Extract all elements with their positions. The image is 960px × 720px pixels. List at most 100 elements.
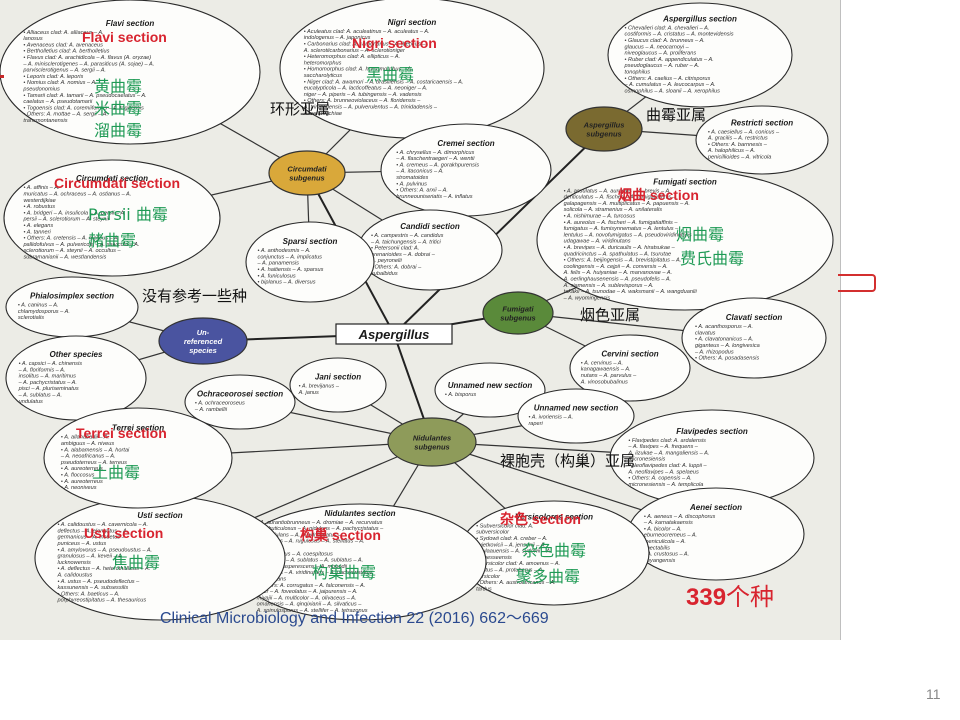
section-entry: chlamydosporus – A. (18, 309, 70, 315)
section-entry: • Togoensis clad: A. coremiiformis – A. … (23, 105, 144, 111)
section-entry: filifer – A. foveolatus – A. jaipurensis… (257, 589, 358, 595)
hub-label: Un- (197, 328, 210, 337)
section-entry: germanicus – A. insuetus – (58, 535, 126, 541)
section-entry: osmophilus – A. sloanii – A. xerophilus (625, 88, 721, 94)
section-entry: parvisclerotigenus – A. sergii – A. (22, 68, 106, 74)
section-entry: • Homomorphus clad: A. homomorphus – A. (304, 67, 413, 73)
section-entry: sclerotiorum – A. steynii – A. occultus … (23, 248, 121, 254)
aspergillus-taxonomy-diagram: Flavi section• Alliaceus clad: A. alliac… (0, 0, 834, 621)
hub-label: Nidulantes (413, 434, 451, 443)
section-oval (607, 2, 793, 108)
section-entry: • A. neoniveus (61, 485, 97, 491)
section-entry: – A. wyomingensis (563, 295, 611, 301)
cn-annotation-persii: Persii 曲霉 (88, 205, 168, 224)
section-title: Unnamed new section (448, 381, 533, 390)
section-entry: recurvatus – A. rugulosus – A. stellatus… (257, 539, 365, 545)
section-entry: – A. flaschentraegeri – A. wentii (395, 156, 475, 162)
section-entry: costiformis – A. cristatus – A. montevid… (625, 32, 734, 38)
section-entry: cvjetkovicii – A. jensenii – A. (476, 542, 546, 548)
section-entry: conjunctus – A. implicatus (258, 254, 323, 260)
section-entry: A. gracilis – A. restrictus (707, 136, 768, 142)
section-terrei: Terrei section• A. allahabadii – A.ambig… (43, 407, 233, 509)
hub-label: Aspergillus (583, 121, 625, 130)
section-entry: coolingensis – A. cejpii – A. conversis … (564, 264, 668, 270)
section-entry: pseudoterreus – A. terreus (60, 460, 127, 466)
section-entry: takakii – A. tsunodae – A. waksmanii – A… (564, 289, 698, 295)
section-entry: subalbidus (371, 271, 398, 277)
section-entry: • Carbonarius clad: A. carbonarius – A. … (304, 42, 426, 48)
section-oval (569, 334, 691, 402)
red-annotation-fumigati: 烟曲 section (618, 187, 699, 203)
species-count-unit: 个种 (726, 583, 775, 611)
section-entry: A. spinulosporus – A. stellifer – A. tet… (256, 608, 368, 614)
section-entry: udagawae – A. viridinutans (564, 239, 631, 245)
section-restricti: Restricti section• A. caesiellus – A. co… (695, 105, 829, 175)
section-cremei: Cremei section• A. chrysellus – A. dimor… (380, 123, 552, 217)
section-candidi: Candidi section• A. campestris – A. cand… (357, 209, 503, 291)
section-entry: • A. aureoterreus (61, 479, 103, 485)
section-entry: micronesiensis – A. templicola (628, 482, 703, 488)
section-entry: – A. panamensis (257, 261, 300, 267)
section-cervini: Cervini section • A. cervinus – A.kanagaw… (569, 334, 691, 402)
subgenus-note-circumdati: 环形亚属 (270, 100, 330, 118)
cn-annotation-fum_2: 费氏曲霉 (680, 249, 744, 268)
subgenus-note-aspergillus: 曲霉亚属 (646, 106, 706, 124)
section-title: Flavipedes section (676, 427, 748, 436)
section-entry: pseudoglaucus – A. ruber – A. (624, 63, 700, 69)
section-entry: pisci – A. pluriseminatus (18, 386, 79, 392)
section-entry: • A. robustus (23, 204, 55, 210)
cn-annotation-nigri: 黑曲霉 (366, 65, 414, 84)
section-entry: deflectus – A. elongatus – A. (58, 528, 129, 534)
section-entry: foeniculicola – A. (644, 539, 686, 545)
section-entry: fructus – A. protuberus – A. (476, 567, 544, 573)
section-title: Cervini section (601, 349, 658, 358)
section-entry: denticulatus – A. fischeri – A. fumigati… (564, 195, 677, 201)
section-entry: kanagawaensis – A. (581, 367, 631, 373)
section-entry: • Sydowii clad: A. creber – A. (476, 536, 547, 542)
cn-annotation-fum_1: 烟曲霉 (676, 225, 724, 244)
section-entry: – A. pachycristatus – A. (18, 380, 77, 386)
section-entry: • Others: A. brunneoviolaceus – A. flori… (304, 98, 421, 104)
section-entry: • A. bicolor – A. (644, 526, 682, 532)
red-annotation-terrei: Terrei section (76, 425, 167, 441)
section-entry: ambiguus – A. niveus (61, 441, 114, 447)
subgenus-hubs: AspergillusCircumdatisubgenusAspergillus… (158, 106, 643, 467)
section-circsec: Circumdati section• A. affinis – A.muric… (3, 159, 221, 277)
red-annotation-nidulantes: 构巢 section (300, 527, 381, 543)
section-entry: A. halophilicus – A. (707, 148, 755, 154)
section-entry: caelatus – A. pseudotamarii (23, 99, 93, 105)
section-entry: sclerotialis (18, 315, 44, 321)
section-entry: lucknowensis (58, 560, 91, 566)
cn-annotation-flavi_3: 溜曲霉 (94, 121, 142, 140)
section-entry: • A. aureolus – A. fischeri – A. fumigat… (564, 220, 679, 226)
subgenus-note-nidulantes: 裸胞壳（构巢）亚属 (500, 452, 635, 470)
section-entry: • A. ochraceoroseus (195, 401, 245, 407)
section-entry: • Others: A. barnnesis – (708, 142, 768, 148)
cn-annotation-flavi_1: 黄曲霉 (94, 77, 142, 96)
section-title: Cremei section (437, 139, 494, 148)
hub-label: subgenus (414, 443, 449, 452)
hub-label: Circumdati (287, 165, 327, 174)
section-entry: brunneouniseriatis – A. inflatus (396, 194, 472, 200)
section-oval (681, 297, 827, 379)
section-entry: • A. pulvinus (396, 181, 427, 187)
section-fumsec: Fumigati section• A. assulatus – A. aure… (536, 169, 834, 311)
section-entry: • A. bridgeri – A. insulicola – A. persi… (23, 210, 125, 216)
red-annotation-circumdati: Circumdati section (54, 175, 180, 191)
section-title: Usti section (137, 511, 182, 520)
section-entry: • A. calidoustus – A. cavernicola – A. (58, 522, 149, 528)
hub-label: Fumigati (502, 305, 534, 314)
section-entry: kassunensis – A. subsessilis (58, 585, 129, 591)
divider-line (840, 0, 841, 640)
section-entry: • A. acanthosporus – A. (695, 324, 753, 330)
section-entry: eburneocremeus – A. (644, 533, 697, 539)
section-entry: muricatus – A. ochraceus – A. ostianus –… (23, 192, 131, 198)
section-oval (0, 0, 261, 145)
section-entry: – A. minisclerotigenes – A. parasiticus … (22, 61, 154, 67)
section-entry: • A. cervinus – A. (581, 360, 623, 366)
section-entry: A. siamensis – A. sublevisporus – A. (563, 283, 654, 289)
section-entry: • Aculeatus clad: A. aculeatinus – A. ac… (304, 29, 430, 35)
